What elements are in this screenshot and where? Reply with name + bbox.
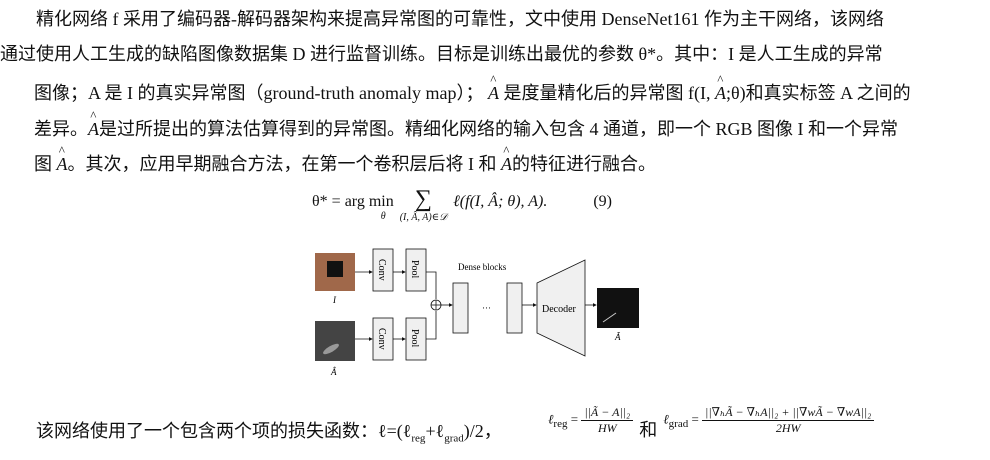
text: ;θ)和真实标签 A 之间的 [725, 83, 911, 103]
text: +ℓ [425, 421, 445, 441]
sub: grad [668, 417, 689, 430]
conv-label: Conv [376, 328, 387, 350]
equation-9: θ* = arg min θ ∑ (I, Â, A)∈𝒟 ℓ(f(I, Â; θ… [312, 186, 612, 224]
label-a-hat: Â [330, 367, 337, 377]
eq-body: ℓ(f(I, Â; θ), A). [453, 193, 548, 210]
sum-subscript: (I, Â, A)∈𝒟 [399, 212, 448, 223]
ellipsis: ··· [482, 303, 491, 313]
sub: grad [444, 432, 464, 445]
text: 图 [34, 154, 52, 174]
pool-label: Pool [409, 260, 420, 279]
sub: reg [553, 417, 568, 430]
text: 。其次，应用早期融合方法，在第一个卷积层后将 I 和 [67, 154, 497, 174]
decoder-label: Decoder [542, 304, 577, 315]
a-hat: A [88, 105, 99, 140]
label-I: I [332, 295, 337, 305]
equals: = [567, 410, 582, 426]
ell: ℓ [548, 410, 554, 426]
loss-line: 该网络使用了一个包含两个项的损失函数：ℓ=(ℓreg+ℓgrad)/2， [0, 420, 502, 450]
denominator: 2HW [775, 420, 801, 435]
and-text: 和 [639, 420, 658, 440]
label-a-tilde: Ã [614, 332, 621, 342]
pool-label: Pool [409, 329, 420, 348]
text: )/2， [463, 421, 502, 441]
numerator: ||∇ₕÃ − ∇ₕA||₂ + ||∇wÃ − ∇wA||₂ [702, 405, 875, 421]
decoder-block [536, 259, 586, 357]
sum-group: ∑ (I, Â, A)∈𝒟 [400, 186, 447, 224]
input-anomaly-map [315, 321, 355, 361]
numerator: ||Ã − A||₂ [581, 405, 634, 421]
text: 的特征进行融合。 [512, 154, 656, 174]
eq-number: (9) [593, 193, 612, 210]
denominator: HW [597, 420, 617, 435]
paragraph-line-4: 差异。A是过所提出的算法估算得到的异常图。精细化网络的输入包含 4 通道，即一个… [34, 105, 899, 140]
dense-blocks-label: Dense blocks [458, 262, 507, 272]
dense-block-1 [452, 282, 469, 334]
paragraph-line-2: 通过使用人工生成的缺陷图像数据集 D 进行监督训练。目标是训练出最优的参数 θ*… [0, 44, 883, 64]
a-hat: A [57, 140, 68, 175]
ell: ℓ [663, 410, 669, 426]
sum-symbol: ∑ [414, 186, 432, 212]
dense-block-n [506, 282, 523, 334]
text: 是过所提出的算法估算得到的异常图。精细化网络的输入包含 4 通道，即一个 RGB… [99, 119, 899, 139]
text: 图像；A 是 I 的真实异常图（ground-truth anomaly map… [34, 83, 484, 103]
a-hat: A [715, 69, 726, 104]
paragraph-line-1: 精化网络 f 采用了编码器-解码器架构来提高异常图的可靠性，文中使用 Dense… [0, 9, 884, 29]
equals: = [688, 410, 703, 426]
argmin-group: θ* = arg min θ [312, 193, 394, 223]
sub: reg [411, 432, 426, 445]
text: 是度量精化后的异常图 f(I, [503, 83, 715, 103]
a-hat: A [488, 69, 499, 104]
eq-lhs: θ* = arg min [312, 193, 394, 210]
argmin-subscript: θ [380, 210, 386, 222]
conv-label: Conv [376, 259, 387, 281]
conv-block-top [372, 248, 394, 292]
text: 差异。 [34, 119, 88, 139]
a-hat: A [501, 140, 512, 175]
architecture-figure: I Â Conv Pool Conv Pool Dense blocks ···… [315, 248, 639, 377]
pool-block-top [405, 248, 427, 292]
text: 该网络使用了一个包含两个项的损失函数：ℓ=(ℓ [0, 421, 412, 441]
paragraph-line-5: 图 A。其次，应用早期融合方法，在第一个卷积层后将 I 和 A的特征进行融合。 [34, 140, 656, 175]
paragraph-line-3: 图像；A 是 I 的真实异常图（ground-truth anomaly map… [34, 69, 911, 104]
